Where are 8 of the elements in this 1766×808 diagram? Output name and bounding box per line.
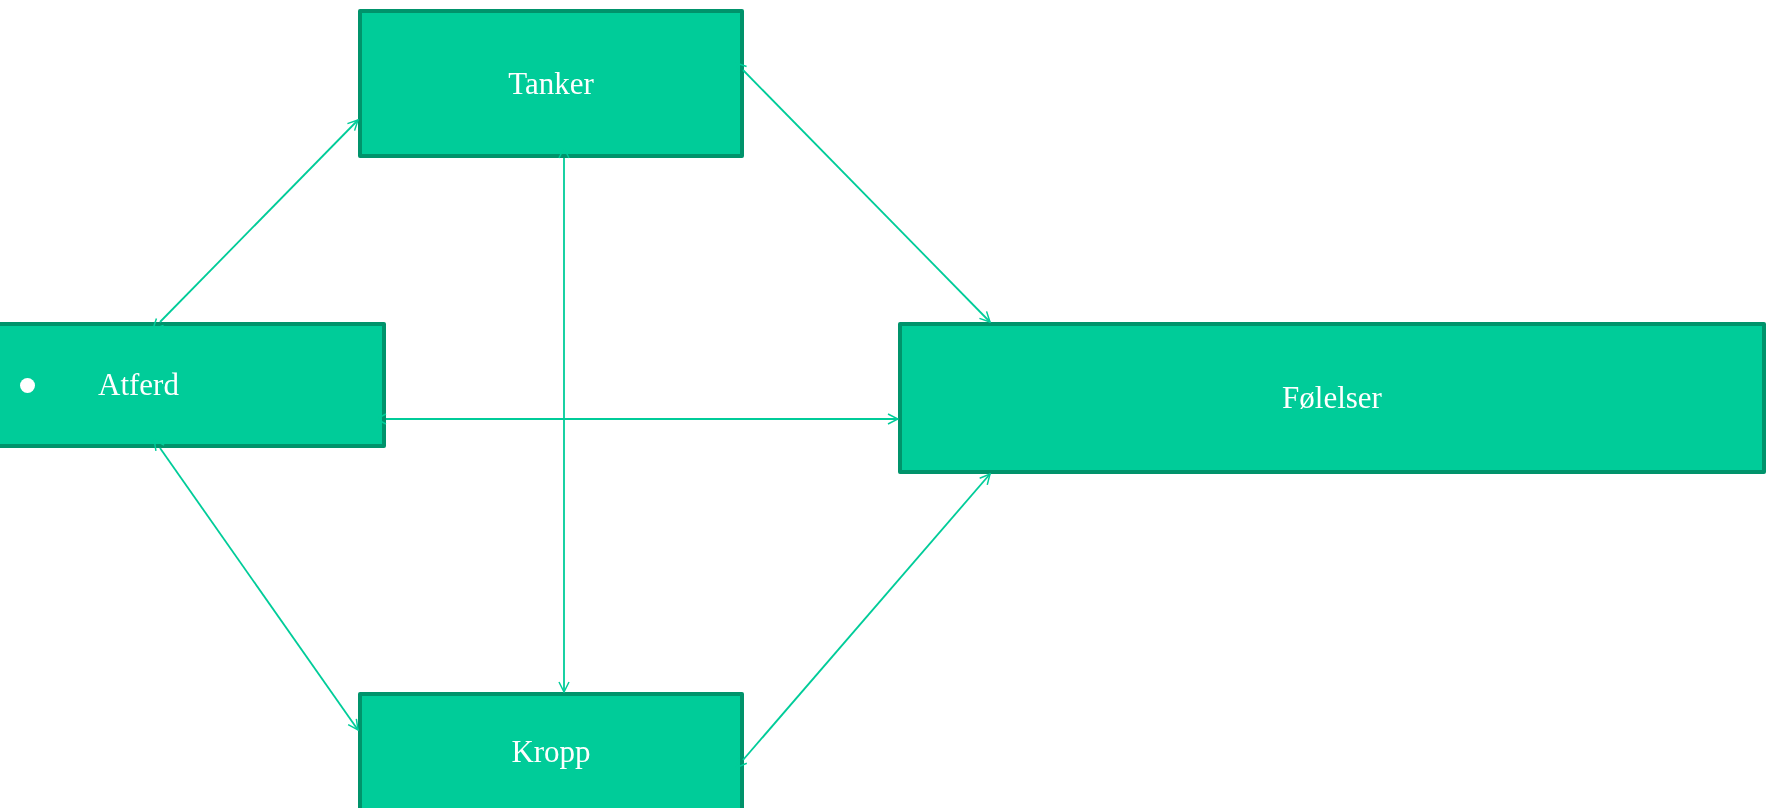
box-label: Følelser bbox=[1282, 380, 1382, 416]
process-box bbox=[358, 9, 744, 158]
box-label: Tanker bbox=[508, 65, 594, 102]
process-box bbox=[0, 322, 386, 448]
box-label: Kropp bbox=[511, 734, 591, 770]
process-box bbox=[898, 322, 1766, 474]
box-label: Atferd bbox=[98, 367, 179, 403]
process-box bbox=[358, 692, 744, 808]
